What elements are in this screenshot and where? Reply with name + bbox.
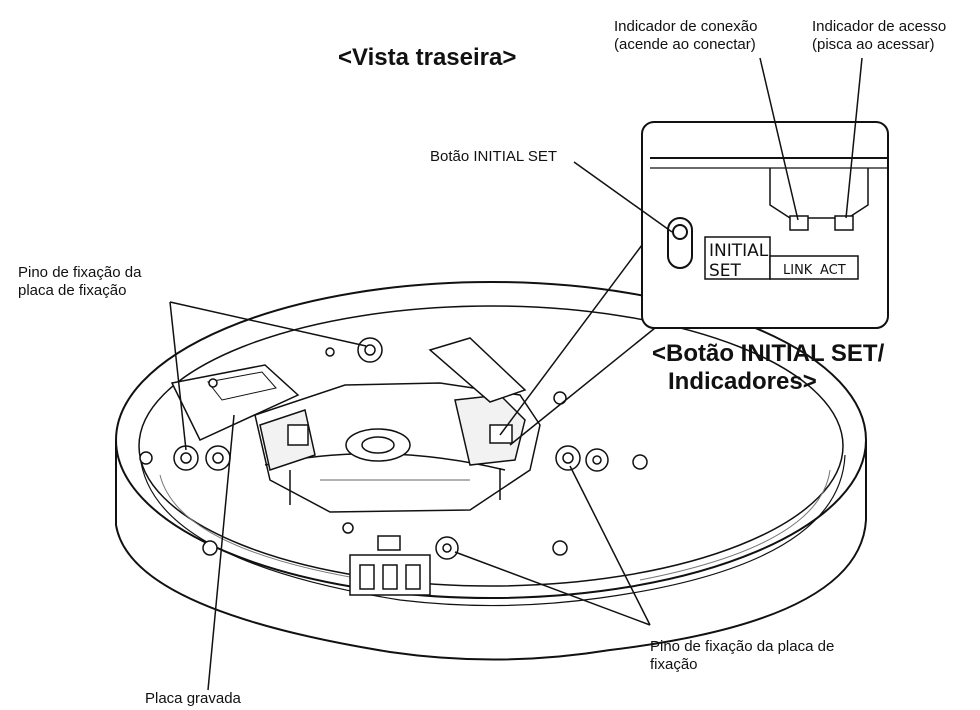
inset-title: <Botão INITIAL SET/ Indicadores> (652, 340, 884, 396)
panel-markings: INITIAL SET LINK ACT (709, 241, 846, 281)
set-marking: SET (709, 261, 742, 281)
fixing-pin-left-callout: Pino de fixação da placa de fixação (18, 264, 142, 299)
link-indicator-callout: Indicador de conexão (acende ao conectar… (614, 18, 758, 53)
initial-set-button-callout: Botão INITIAL SET (430, 148, 557, 165)
access-indicator-callout: Indicador de acesso (pisca ao acessar) (812, 18, 947, 53)
inset-title-line2: Indicadores> (668, 368, 817, 395)
fixing-pin-right-callout: Pino de fixação da placa de fixação (650, 638, 835, 673)
engraved-plate-callout: Placa gravada (145, 690, 241, 707)
inset-pointer (499, 244, 656, 446)
front-latch (342, 522, 431, 596)
inset-title-line1: <Botão INITIAL SET/ (652, 340, 885, 367)
engraved-plate-panels (170, 337, 527, 441)
link-marking: LINK (783, 263, 813, 278)
central-recess (254, 382, 541, 513)
initial-marking: INITIAL (709, 241, 769, 261)
leader-lines (169, 57, 863, 691)
act-marking: ACT (820, 263, 846, 278)
indicator-inset-panel (641, 121, 889, 329)
view-title: <Vista traseira> (338, 44, 517, 71)
screw-bosses (139, 337, 648, 560)
